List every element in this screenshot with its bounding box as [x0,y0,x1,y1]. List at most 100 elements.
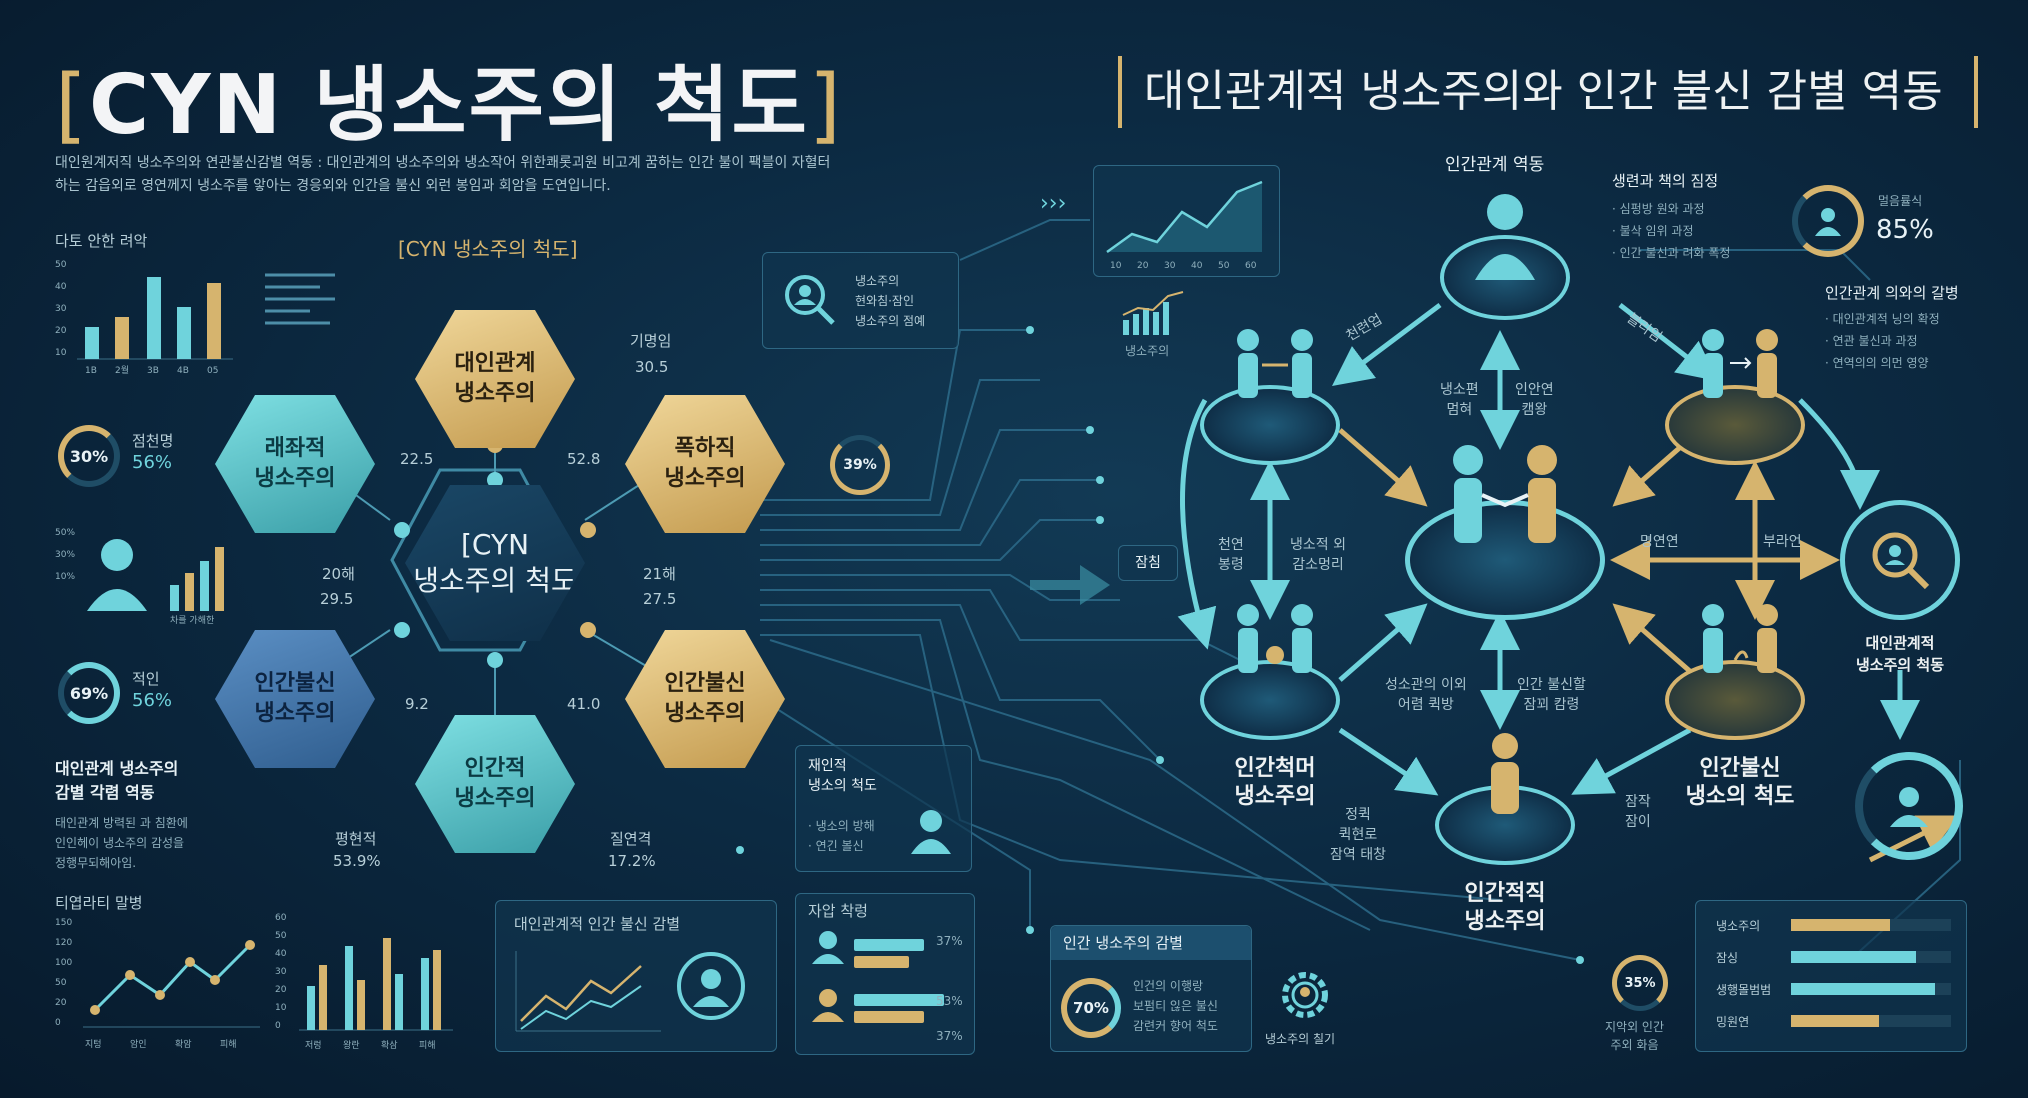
svg-text:10: 10 [1110,261,1122,271]
progress-ring-70: 70% [1061,978,1121,1038]
ring-label: 적인 [132,670,160,688]
person-icon [1491,733,1519,814]
hex-value: 30.5 [635,358,669,376]
ring-value: 85% [1876,215,1934,245]
platform-right [1665,385,1805,465]
person-chart: 50% 30% 10% 차를 가해한 [55,528,224,625]
ytick: 40 [55,282,67,292]
platform-top [1440,235,1570,320]
svg-text:확삼: 확삼 [381,1039,398,1051]
person-icon [1890,787,1928,827]
platform-center [1405,500,1605,620]
svg-text:피해: 피해 [220,1039,237,1050]
magnifier-icon [1872,532,1930,590]
hex-value: 53.9% [333,852,381,870]
legend-bar-fill [1791,919,1891,931]
hex-label: 20해 [322,565,355,583]
side-tag: 잠침 [1118,545,1178,581]
hex-value: 27.5 [643,590,677,608]
xtick: 1B [85,366,97,375]
bar [177,307,191,359]
svg-text:0: 0 [55,1018,61,1028]
legend-panel: 냉소주의 잠싱 생행몰범범 밍원연 [1695,900,1967,1052]
platform-left [1200,385,1340,465]
line-series [93,943,252,1012]
svg-text:50: 50 [1218,261,1230,271]
arrow-label: 부라언 [1763,534,1802,550]
mini-label: 냉소주의 [1125,344,1170,358]
two-people-icon [1702,604,1778,673]
page-description: 대인원계저직 냉소주의와 연관불신감별 역동 : 대인관계의 냉소주의와 냉소작… [55,155,831,194]
svg-text:40: 40 [1191,261,1203,271]
svg-text:왕란: 왕란 [343,1039,360,1051]
ring-label: 점천명 [132,432,174,450]
bar-value: 53% [936,994,963,1008]
bar [854,994,944,1006]
person-icon [1475,194,1535,280]
svg-text:확암: 확암 [175,1038,192,1050]
ring-value: 56% [132,452,173,473]
hex-value: 41.0 [567,695,601,713]
svg-text:50: 50 [275,931,287,941]
ring-label: 멀음률식 [1878,194,1923,208]
gear-icon [1282,972,1328,1018]
svg-text:암인: 암인 [130,1038,147,1050]
notes-title: 인간관계 의와의 갈병 [1825,284,1959,302]
svg-text:60: 60 [1245,261,1257,271]
arrow-label: 명연연 [1640,534,1679,550]
svg-text:20: 20 [1137,261,1149,271]
svg-text:30: 30 [275,967,287,977]
ring-value: 56% [132,690,173,711]
bar [854,939,924,951]
network-top-title: 인간관계 역동 [1445,155,1545,175]
svg-text:20: 20 [55,998,67,1008]
svg-text:150: 150 [55,918,72,928]
bar [854,956,909,968]
xtick: 2월 [115,364,129,375]
interpersonal-panel: 대인관계적 인간 불신 감별 [495,900,777,1052]
progress-ring-69: 69% [58,662,120,724]
hex-cluster-title: [CYN 냉소주의 척도] [398,237,578,261]
svg-text:120: 120 [55,938,72,948]
hex-label: 기명임 [630,332,672,350]
svg-text:지텅: 지텅 [85,1039,102,1050]
bar [115,317,129,359]
progress-ring-35: 35% [1612,955,1668,1011]
hex-label: 질연격 [610,830,652,848]
ytick: 30 [55,304,67,314]
two-people-icon [1702,329,1778,398]
hex-label: 21해 [643,565,676,583]
ytick: 20 [55,326,67,336]
avatar-ring [1855,752,1963,860]
hex-label: 평현적 [335,830,377,848]
two-people-icon [1237,329,1313,398]
bar [147,277,161,359]
hex-value: 52.8 [567,450,601,468]
bar [207,283,221,359]
right-title: 대인관계적 냉소주의와 인간 불신 감별 역동 [1118,56,1978,128]
svg-text:60: 60 [275,913,287,923]
svg-text:10: 10 [275,1003,287,1013]
text-lines-decoration [265,273,335,325]
ytick: 30% [55,550,75,560]
hex-value: 9.2 [405,695,429,713]
svg-text:20: 20 [275,985,287,995]
platform-bottom-right [1665,660,1805,740]
